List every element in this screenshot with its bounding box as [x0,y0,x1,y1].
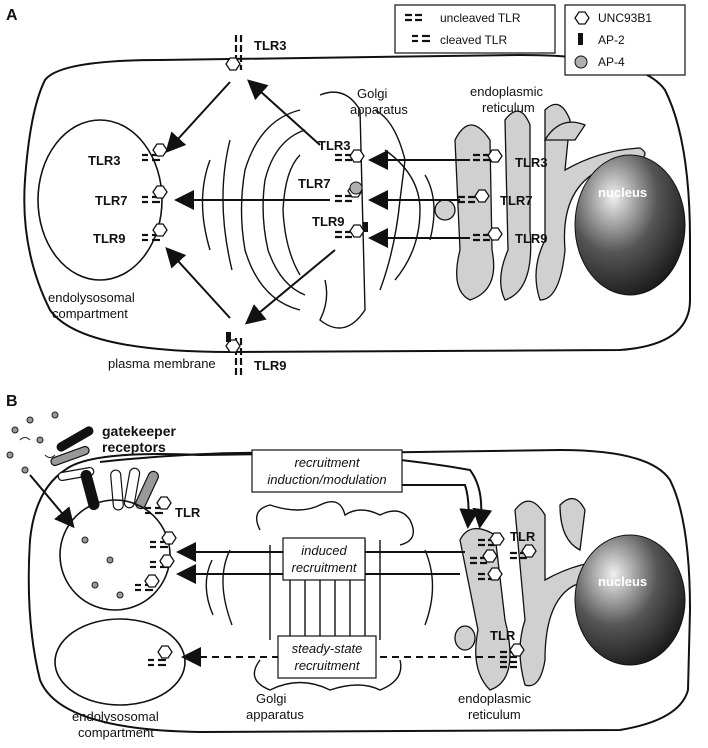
a-er-tlr9: TLR9 [515,231,548,246]
er-b-label-2: reticulum [468,707,521,722]
arrows-a [165,79,470,325]
box-induced-line2: recruitment [291,560,357,575]
er-a [434,103,646,301]
endo-b-label-1: endolysosomal [72,709,159,724]
cell-membrane-b [27,448,692,734]
golgi-a [201,91,435,329]
endolysosome-b-lower [54,618,186,706]
a-golgi-tlr7: TLR7 [298,176,331,191]
a-golgi-tlr9: TLR9 [312,214,345,229]
nucleus-b [574,534,686,666]
box-steady-state: steady-state recruitment [277,635,377,679]
endo-b-label-2: compartment [78,725,154,740]
golgi-a-label-1: Golgi [357,86,387,101]
b-er-tlr-lower: TLR [490,628,516,643]
legend-cleaved: cleaved TLR [440,33,507,47]
unc93b1-icon [574,11,590,25]
a-pm-tlr3: TLR3 [254,38,287,53]
ap4-icon [574,55,588,69]
a-endo-tlr7: TLR7 [95,193,128,208]
gatekeeper-label-1: gatekeeper [102,423,176,439]
endolysosome-a [37,119,163,281]
a-er-tlr3: TLR3 [515,155,548,170]
nucleus-a [574,154,686,296]
legend-ap4: AP-4 [598,55,625,69]
panel-a-label: A [6,7,18,24]
ligands [6,411,59,474]
a-endo-tlr3: TLR3 [88,153,121,168]
legend-unc93b1: UNC93B1 [598,11,652,25]
pm-tlr9 [225,332,243,375]
pm-tlr3 [225,35,243,71]
panel-b: B gatekeeper receptors TLR [6,393,692,740]
legend: uncleaved TLR cleaved TLR UNC93B1 AP-2 A… [394,4,686,76]
panel-a: A uncleaved TLR cleaved TLR UNC93B1 AP-2… [6,4,691,375]
er-b-label-1: endoplasmic [458,691,531,706]
a-pm-tlr9: TLR9 [254,358,287,373]
a-golgi-tlr3: TLR3 [318,138,351,153]
gatekeeper-label-2: receptors [102,439,166,455]
pm-label: plasma membrane [108,356,216,371]
er-a-label-1: endoplasmic [470,84,543,99]
box-recruitment-induction: recruitment induction/modulation [251,449,403,493]
box-induced-recruitment: induced recruitment [282,537,366,581]
b-er-tlr-upper: TLR [510,529,536,544]
a-er-tlr7: TLR7 [500,193,533,208]
box-steady-line1: steady-state [292,641,363,656]
box-induced-line1: induced [301,543,347,558]
endolysosome-b-upper [59,499,171,611]
endo-a-label-2: compartment [52,306,128,321]
legend-uncleaved: uncleaved TLR [440,11,521,25]
a-endo-tlr9: TLR9 [93,231,126,246]
cell-membrane-a [23,53,691,354]
box-steady-line2: recruitment [294,658,360,673]
golgi-b [205,501,434,691]
er-a-label-2: reticulum [482,100,535,115]
golgi-b-label-1: Golgi [256,691,286,706]
golgi-a-label-2: apparatus [350,102,408,117]
golgi-b-label-2: apparatus [246,707,304,722]
endo-a-label-1: endolysosomal [48,290,135,305]
nucleus-b-label: nucleus [598,574,647,589]
panel-b-label: B [6,393,18,410]
box-recruit-line1: recruitment [294,455,360,470]
box-recruit-line2: induction/modulation [267,472,386,487]
legend-ap2: AP-2 [598,33,625,47]
nucleus-a-label: nucleus [598,185,647,200]
ap2-icon [578,33,583,45]
b-endo-tlr: TLR [175,505,201,520]
